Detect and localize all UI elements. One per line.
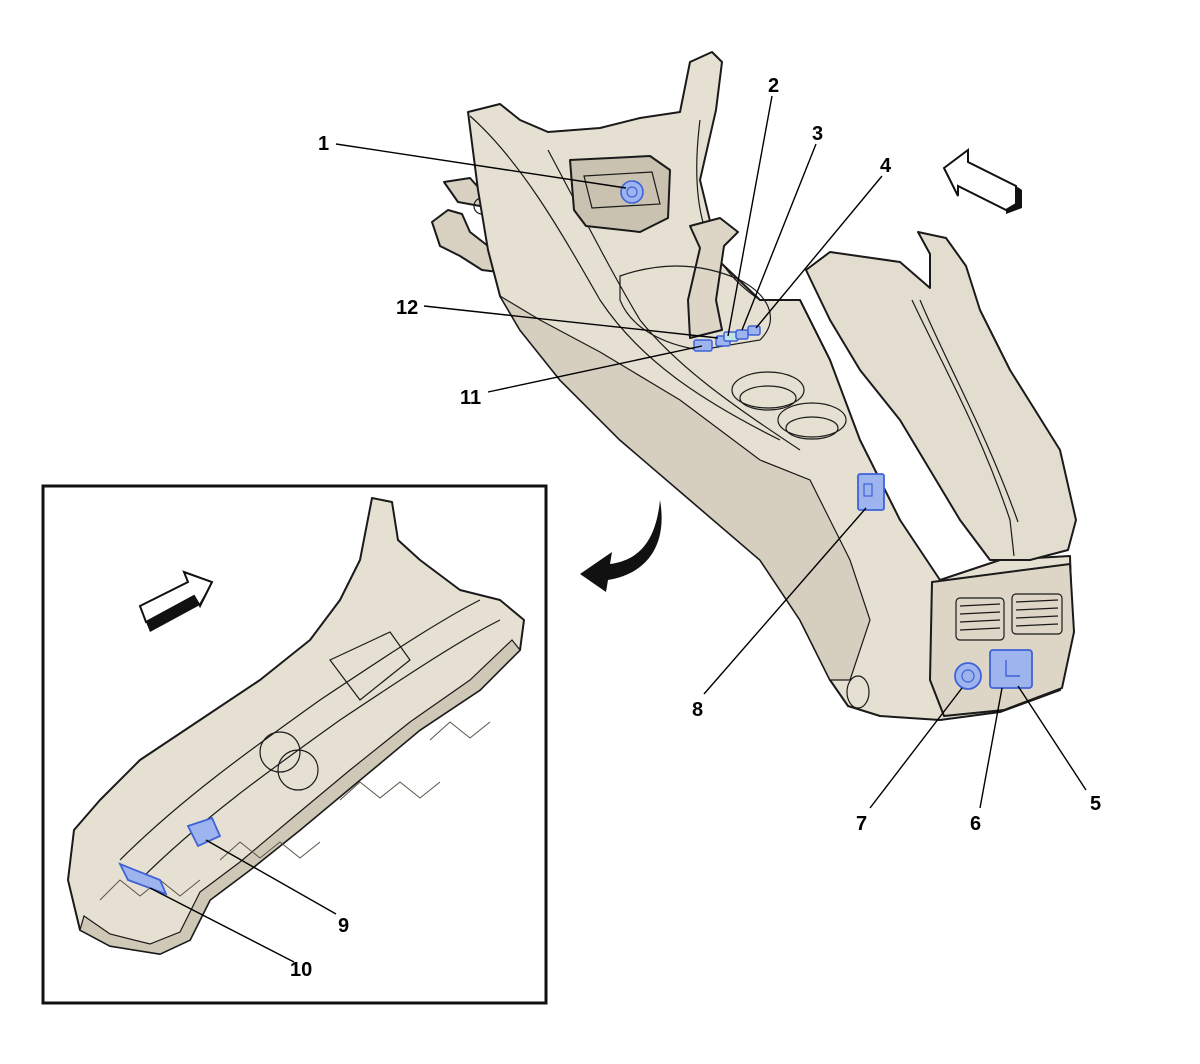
item-9-component — [186, 816, 222, 848]
leader-6 — [979, 687, 1003, 809]
callout-10: 10 — [290, 959, 312, 981]
item-10-component — [118, 862, 168, 896]
callout-3: 3 — [812, 123, 823, 145]
inset-inner-channel — [119, 599, 481, 861]
callout-6: 6 — [970, 813, 981, 835]
inset-highlighted-components — [118, 816, 222, 896]
upper-bin-inner — [583, 171, 661, 209]
leader-lines — [149, 95, 1087, 963]
inset-front-direction-arrow-icon — [138, 570, 214, 632]
callout-2: 2 — [768, 75, 779, 97]
front-direction-arrow-icon — [942, 148, 1022, 214]
inset-console-side — [79, 639, 521, 955]
leader-3 — [741, 143, 817, 331]
leader-1 — [335, 143, 627, 189]
inset-rib-structure — [99, 721, 491, 901]
leader-4 — [755, 175, 883, 329]
item-5-component — [989, 649, 1033, 689]
inset-cup-holder — [259, 731, 319, 791]
callout-11: 11 — [460, 387, 481, 409]
gear-shifter — [687, 217, 739, 339]
leader-7 — [869, 687, 963, 809]
side-access-hole — [846, 675, 870, 709]
item-8-component — [857, 473, 885, 511]
leader-10 — [149, 887, 295, 963]
leader-2 — [727, 95, 773, 337]
highlighted-components — [620, 180, 1033, 690]
cup-holders — [731, 371, 847, 440]
callout-9: 9 — [338, 915, 349, 937]
item-3-component — [735, 329, 749, 340]
leader-8 — [703, 507, 867, 695]
callout-labels: 1 2 3 4 5 6 7 8 9 10 11 12 — [290, 75, 1101, 981]
callout-1: 1 — [318, 133, 329, 155]
armrest-lid — [805, 231, 1077, 561]
leader-9 — [205, 839, 337, 915]
callout-4: 4 — [880, 155, 892, 177]
rear-air-vents — [955, 593, 1063, 641]
armrest-seam-2 — [919, 299, 1019, 523]
leader-12 — [423, 305, 719, 339]
callout-8: 8 — [692, 699, 703, 721]
inset-bin — [329, 631, 411, 701]
console-side-panel — [499, 295, 871, 681]
callout-7: 7 — [856, 813, 867, 835]
upper-storage-bin — [569, 155, 671, 233]
leader-5 — [1017, 685, 1087, 791]
callout-5: 5 — [1090, 793, 1101, 815]
item-6-component — [1005, 660, 1020, 677]
curved-arrow-icon — [580, 500, 662, 592]
item-7-component — [954, 662, 982, 690]
item-11-component — [693, 339, 713, 352]
center-console-assembly — [431, 51, 1077, 721]
callout-12: 12 — [396, 297, 418, 319]
armrest-seam — [911, 299, 1015, 557]
leader-11 — [487, 345, 703, 393]
item-1-component — [620, 180, 644, 204]
console-upper-trim-line — [469, 115, 781, 441]
inset-view — [41, 484, 548, 1005]
item-4-component — [747, 325, 761, 336]
